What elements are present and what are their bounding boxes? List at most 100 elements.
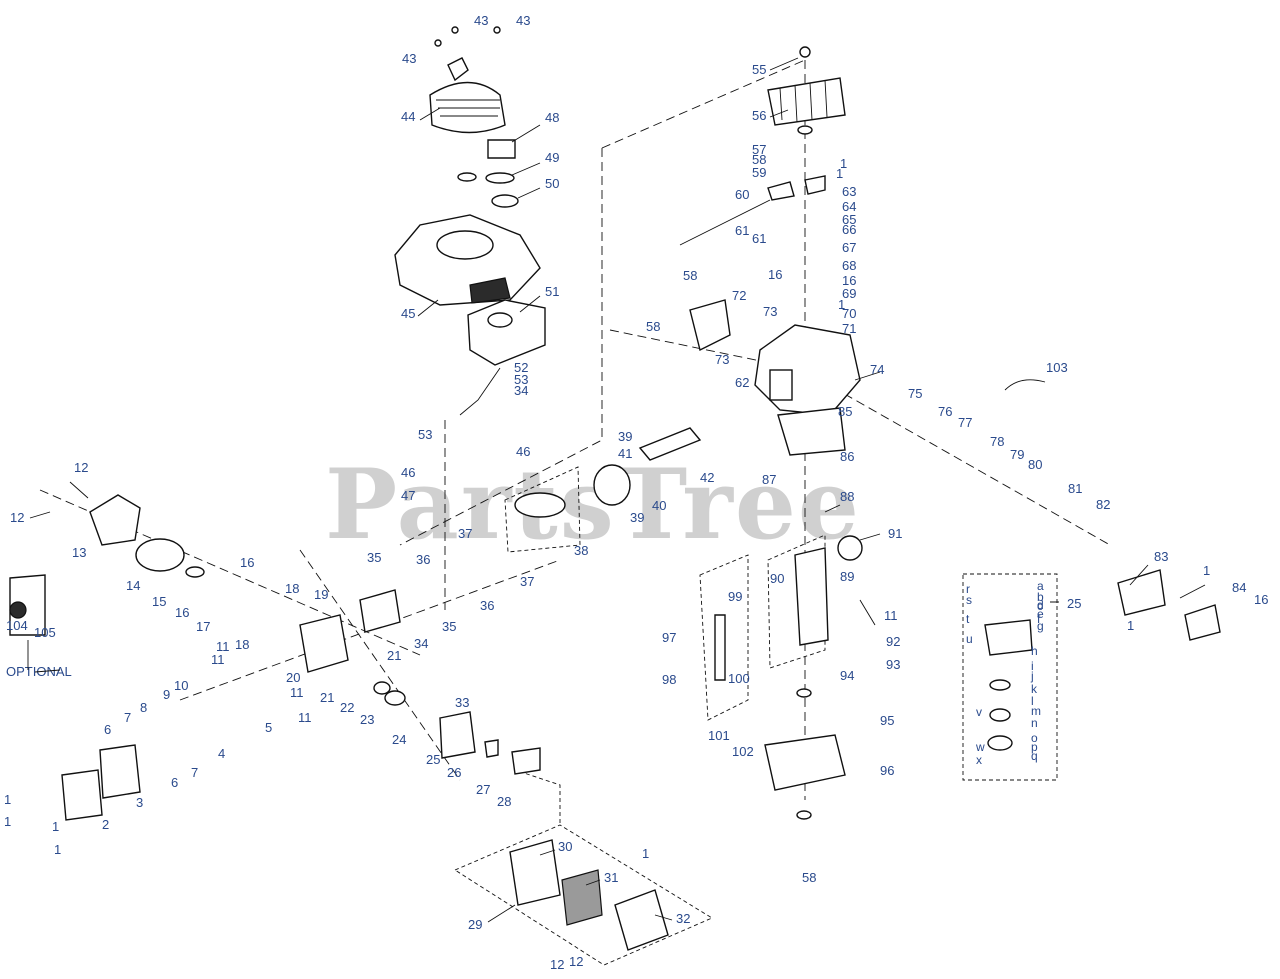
callout-34: 34: [414, 636, 428, 651]
callout-102: 102: [732, 744, 754, 759]
callout-28: 28: [497, 794, 511, 809]
callout-12: 12: [74, 460, 88, 475]
callout-57: 57: [752, 142, 766, 157]
callout-26: 26: [447, 765, 461, 780]
callout-7: 7: [124, 710, 131, 725]
callout-14: 14: [126, 578, 140, 593]
callout-43: 43: [516, 13, 530, 28]
callout-4: 4: [218, 746, 225, 761]
callout-40: 40: [652, 498, 666, 513]
callout-78: 78: [990, 434, 1004, 449]
callout-52: 52: [514, 360, 528, 375]
callout-77: 77: [958, 415, 972, 430]
callout-61: 61: [735, 223, 749, 238]
callout-63: 63: [842, 184, 856, 199]
callout-42: 42: [700, 470, 714, 485]
callout-46: 46: [516, 444, 530, 459]
callout-59: 59: [752, 165, 766, 180]
piston-and-rod: [514, 427, 702, 518]
engine-shroud: [394, 214, 541, 306]
callout-10: 10: [174, 678, 188, 693]
callout-c: c: [1037, 599, 1043, 613]
group-boxes: [454, 466, 1058, 966]
callout-84: 84: [1232, 580, 1246, 595]
callout-33: 33: [455, 695, 469, 710]
callout-6: 6: [104, 722, 111, 737]
callout-11: 11: [211, 652, 225, 667]
callout-1: 1: [54, 842, 61, 857]
callout-31: 31: [604, 870, 618, 885]
callout-104: 104: [6, 618, 28, 633]
callout-f: f: [1037, 612, 1041, 626]
callout-37: 37: [458, 526, 472, 541]
callout-labels: 43 43 43 44 48 49 50 45 51 52 53 34 53 4…: [4, 13, 1268, 972]
callout-v: v: [976, 705, 982, 719]
crankshaft: [714, 535, 863, 681]
callout-49: 49: [545, 150, 559, 165]
callout-72: 72: [732, 288, 746, 303]
callout-51: 51: [545, 284, 559, 299]
callout-35: 35: [367, 550, 381, 565]
callout-45: 45: [401, 306, 415, 321]
callout-100: 100: [728, 671, 750, 686]
callout-68: 68: [842, 258, 856, 273]
callout-1: 1: [642, 846, 649, 861]
callout-67: 67: [842, 240, 856, 255]
callout-76: 76: [938, 404, 952, 419]
callout-k: k: [1031, 682, 1038, 696]
callout-73: 73: [763, 304, 777, 319]
callout-8: 8: [140, 700, 147, 715]
leader-lines: [27, 57, 1206, 923]
callout-1: 1: [836, 166, 843, 181]
callout-71: 71: [842, 321, 856, 336]
callout-41: 41: [618, 446, 632, 461]
callout-i: i: [1031, 659, 1034, 673]
callout-d: d: [1037, 598, 1044, 612]
callout-16: 16: [768, 267, 782, 282]
callout-98: 98: [662, 672, 676, 687]
callout-16: 16: [175, 605, 189, 620]
callout-30: 30: [558, 839, 572, 854]
callout-6: 6: [171, 775, 178, 790]
callout-11: 11: [290, 685, 304, 700]
callout-22: 22: [340, 700, 354, 715]
callout-21: 21: [387, 648, 401, 663]
callout-50: 50: [545, 176, 559, 191]
callout-58: 58: [802, 870, 816, 885]
muffler-assembly: [9, 494, 205, 821]
callout-1: 1: [4, 814, 11, 829]
callout-16: 16: [1254, 592, 1268, 607]
callout-44: 44: [401, 109, 415, 124]
callout-83: 83: [1154, 549, 1168, 564]
callout-58: 58: [683, 268, 697, 283]
callout-105: 105: [34, 625, 56, 640]
callout-34: 34: [514, 383, 528, 398]
callout-39: 39: [630, 510, 644, 525]
crankcase: [689, 299, 881, 456]
callout-3: 3: [136, 795, 143, 810]
callout-s: s: [966, 593, 972, 607]
flywheel: [679, 46, 846, 246]
callout-60: 60: [735, 187, 749, 202]
callout-1: 1: [52, 819, 59, 834]
callout-24: 24: [392, 732, 406, 747]
callout-11: 11: [216, 639, 230, 654]
callout-43: 43: [474, 13, 488, 28]
callout-o: o: [1031, 731, 1038, 745]
callout-a: a: [1037, 579, 1044, 593]
callout-g: g: [1037, 619, 1044, 633]
callout-39: 39: [618, 429, 632, 444]
callout-96: 96: [880, 763, 894, 778]
callout-55: 55: [752, 62, 766, 77]
callout-93: 93: [886, 657, 900, 672]
callout-36: 36: [416, 552, 430, 567]
governor-bracket: [1004, 379, 1221, 641]
callout-11: 11: [298, 710, 312, 725]
callout-11: 11: [884, 608, 898, 623]
callout-l: l: [1031, 694, 1034, 708]
callout-p: p: [1031, 740, 1038, 754]
callout-13: 13: [72, 545, 86, 560]
callout-80: 80: [1028, 457, 1042, 472]
callout-81: 81: [1068, 481, 1082, 496]
